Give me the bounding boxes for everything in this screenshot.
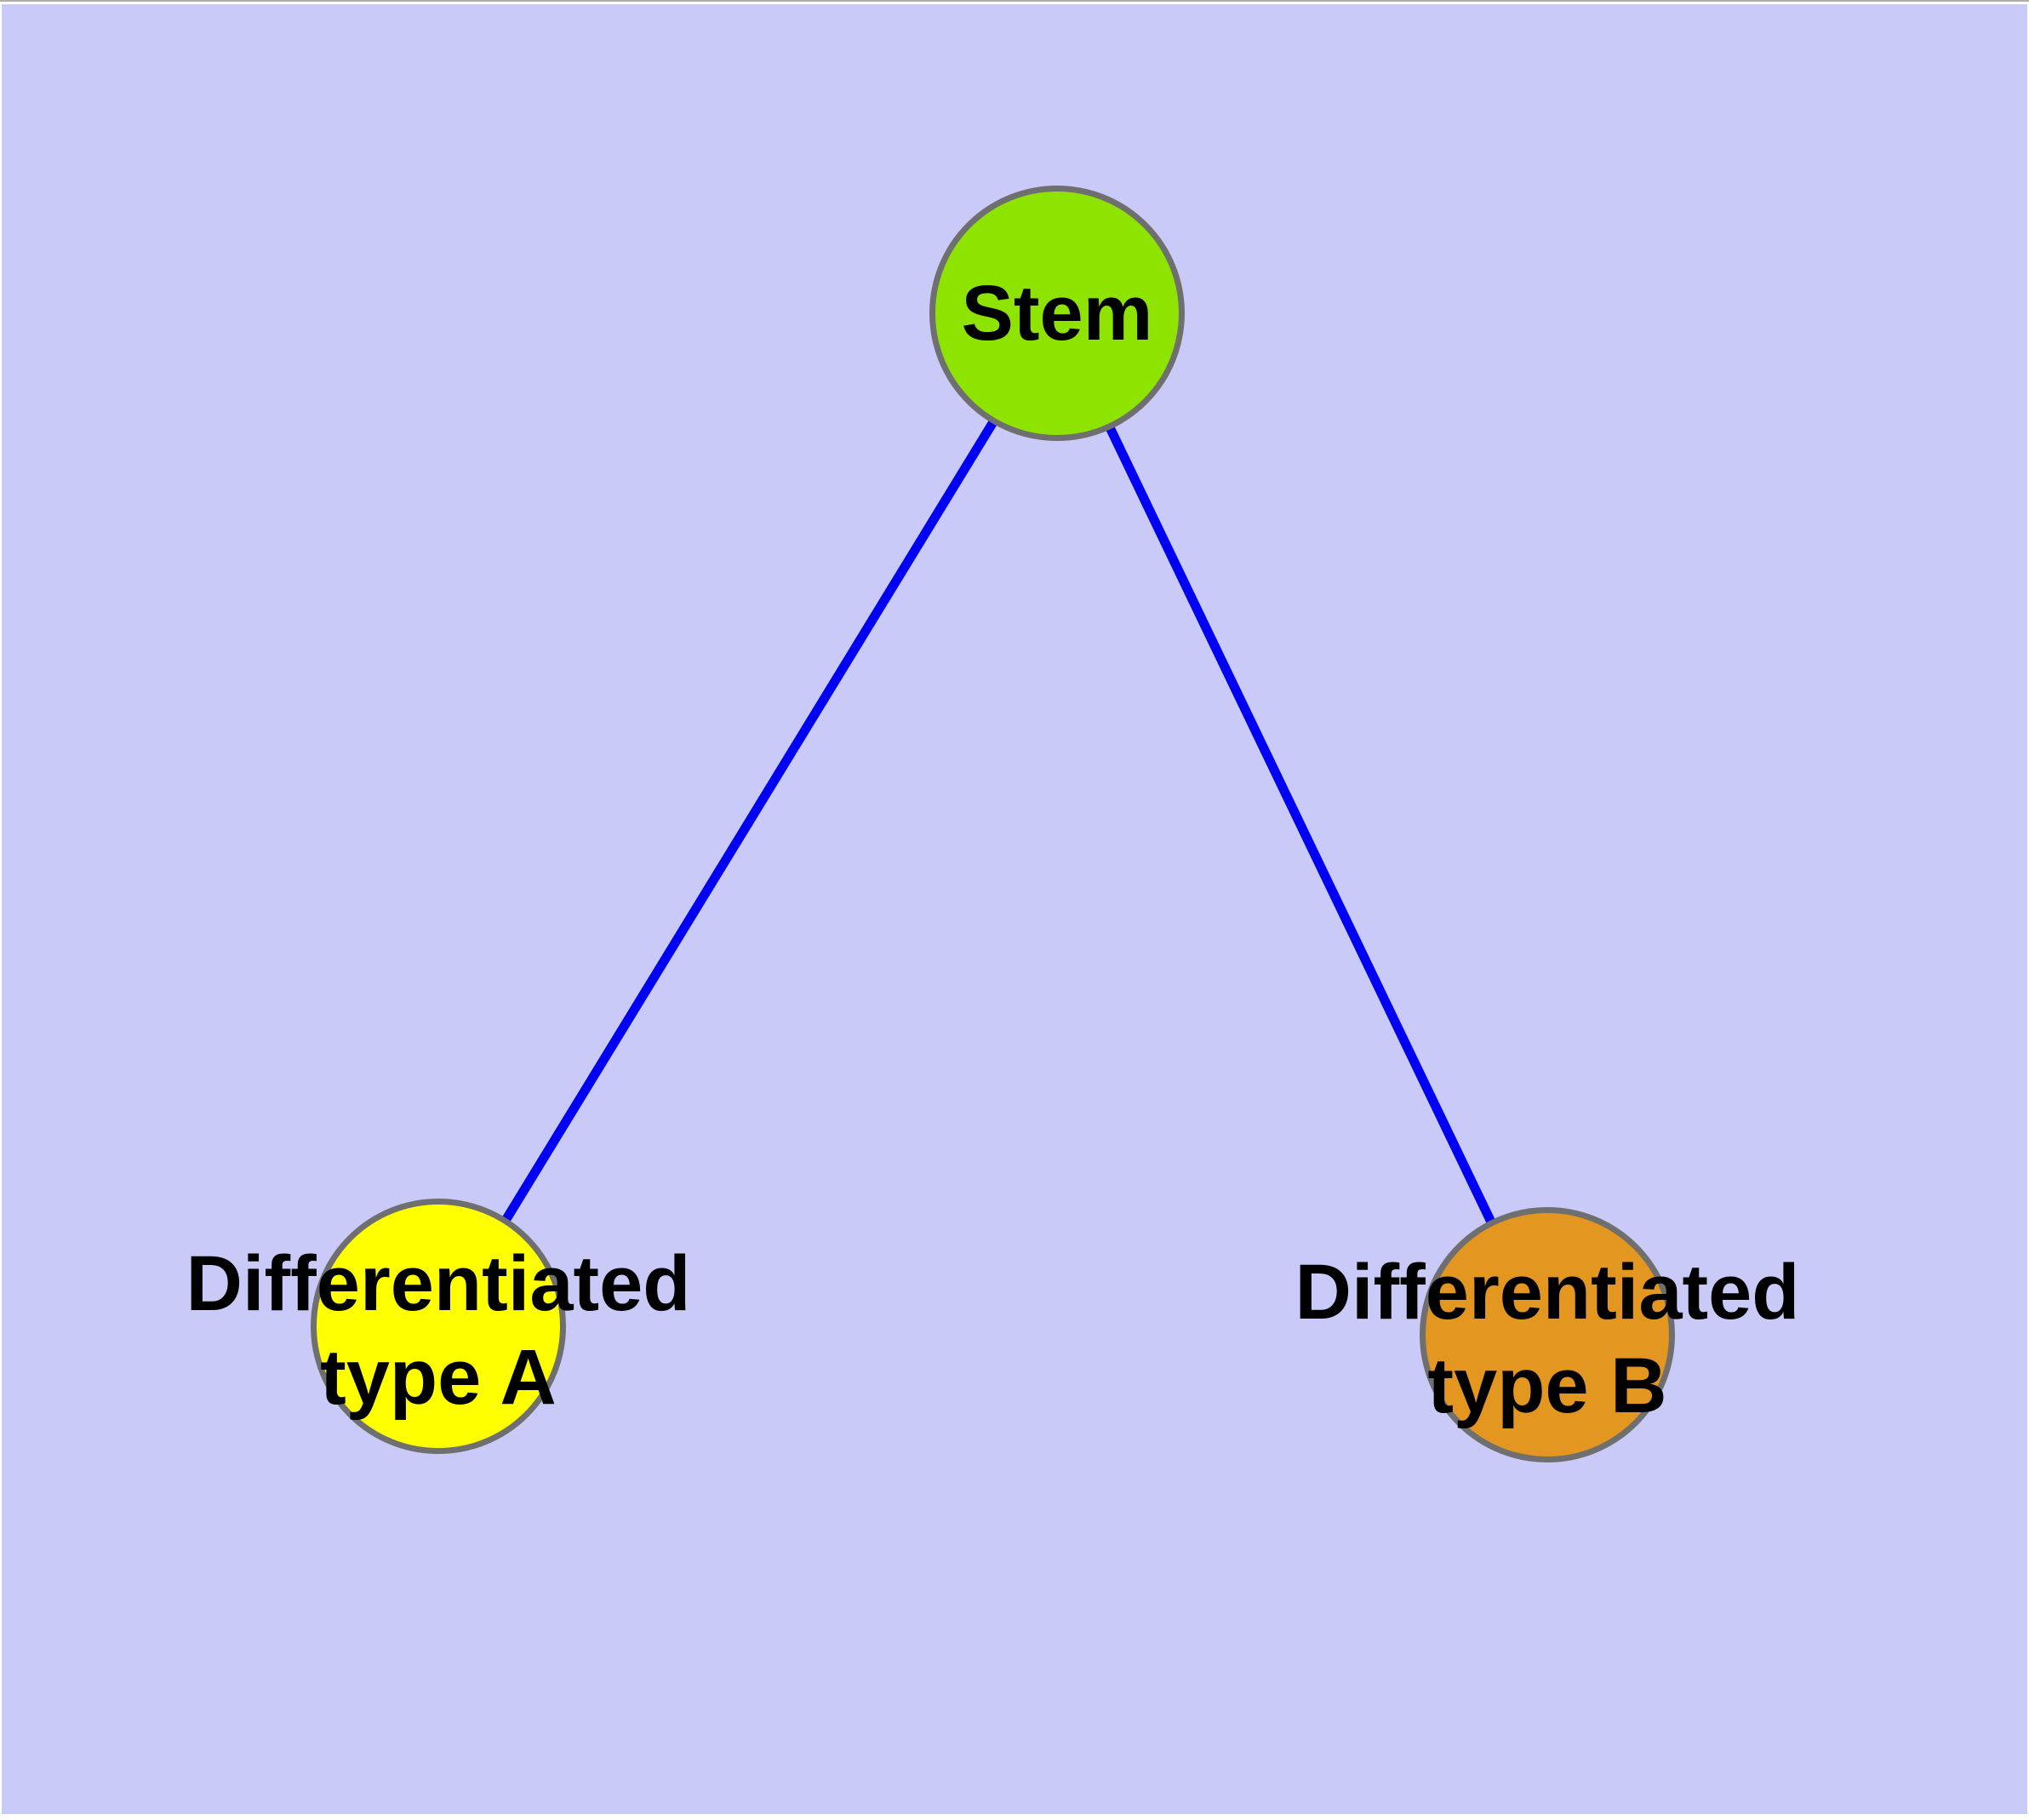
node-differentiated-type-b: [1420, 1207, 1675, 1462]
node-stem: Stem: [929, 186, 1185, 441]
node-stem-label: Stem: [961, 270, 1153, 357]
edge-stem-to-type-a: [433, 312, 1062, 1336]
edge-stem-to-type-b: [1052, 312, 1552, 1344]
top-hairline: [0, 0, 2029, 2]
node-differentiated-type-a: [311, 1199, 566, 1454]
